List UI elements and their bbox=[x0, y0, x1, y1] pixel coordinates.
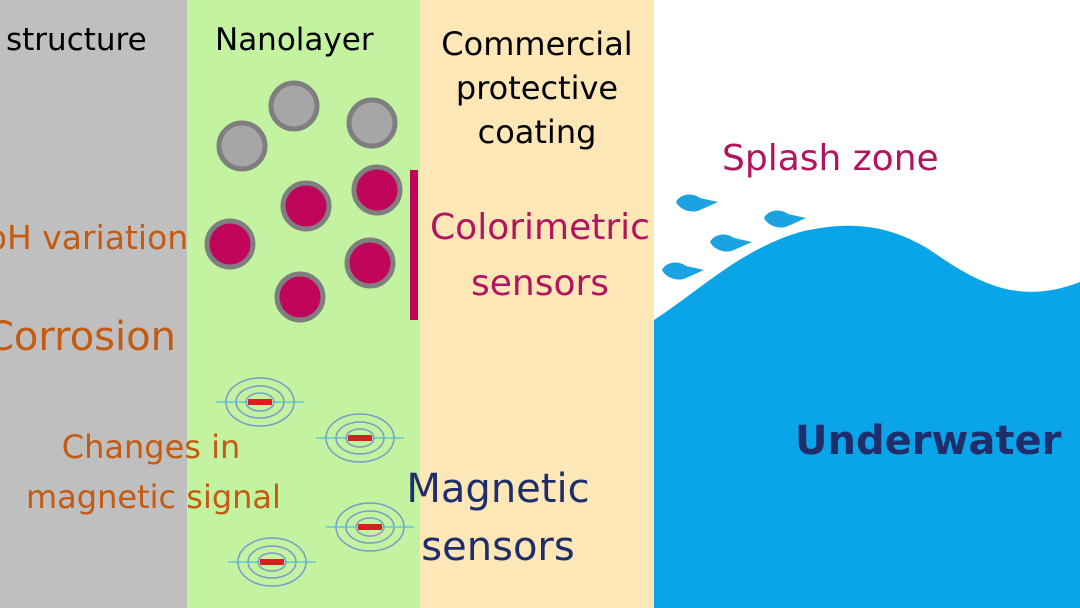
magnet-field-icon bbox=[216, 377, 414, 587]
coating-line-2: protective bbox=[455, 69, 619, 107]
colorimetric-label: Colorimetric sensors bbox=[424, 200, 656, 312]
magnetic-line-1: Magnetic bbox=[406, 466, 590, 512]
nanolayer-label: Nanolayer bbox=[215, 22, 374, 58]
underwater-label: Underwater bbox=[795, 418, 1062, 464]
colorimetric-line-2: sensors bbox=[470, 263, 610, 304]
colorimetric-bracket bbox=[410, 170, 418, 320]
water-droplet-icon bbox=[662, 194, 806, 280]
magnetic-sensors-label: Magnetic sensors bbox=[388, 460, 608, 576]
coating-line-3: coating bbox=[477, 113, 597, 151]
changes-line-1: Changes in bbox=[61, 428, 241, 466]
colorimetric-particle-icon bbox=[204, 164, 403, 323]
corrosion-label: Corrosion bbox=[0, 314, 176, 360]
colorimetric-line-1: Colorimetric bbox=[430, 207, 650, 248]
magnetic-change-label: Changes in magnetic signal bbox=[26, 422, 281, 522]
structure-panel bbox=[0, 0, 187, 608]
coating-label: Commercial protective coating bbox=[420, 22, 654, 154]
wave-icon bbox=[654, 225, 1080, 608]
structure-label: structure bbox=[6, 22, 147, 58]
coating-panel bbox=[420, 0, 654, 608]
changes-line-2: magnetic signal bbox=[26, 478, 281, 516]
splash-zone-label: Splash zone bbox=[722, 138, 939, 179]
ph-variation-label: pH variation bbox=[0, 218, 189, 257]
coating-line-1: Commercial bbox=[441, 25, 633, 63]
gray-particle-icon bbox=[216, 80, 398, 172]
magnetic-line-2: sensors bbox=[421, 524, 575, 570]
